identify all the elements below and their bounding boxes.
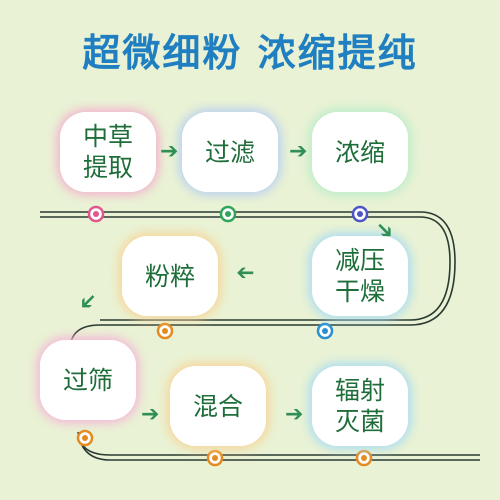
page-title: 超微细粉 浓缩提纯 [82, 31, 418, 75]
track-dot-core [212, 455, 218, 461]
track-dot-core [322, 328, 328, 334]
step-node: 辐射灭菌 [312, 366, 408, 446]
track-dot-core [82, 435, 88, 441]
step-label: 过滤 [204, 137, 255, 167]
step-node: 混合 [170, 366, 266, 446]
step-node: 粉粹 [122, 236, 218, 316]
arrow-right-icon: ➔ [160, 139, 179, 164]
track-dot-core [93, 211, 99, 217]
track-dot-core [162, 328, 168, 334]
step-label: 浓缩 [334, 137, 385, 167]
step-node: 浓缩 [312, 112, 408, 192]
step-label: 减压干燥 [334, 246, 385, 306]
step-label: 辐射灭菌 [334, 376, 385, 436]
arrow-right-icon: ➔ [285, 402, 304, 427]
step-node: 过滤 [182, 112, 278, 192]
step-node: 过筛 [40, 340, 136, 420]
step-node: 中草提取 [60, 112, 156, 192]
step-node: 减压干燥 [312, 236, 408, 316]
arrow-right-icon: ➔ [289, 139, 308, 164]
track-dot-core [357, 211, 363, 217]
track-dot-core [225, 211, 231, 217]
step-label: 过筛 [62, 365, 113, 395]
arrow-right-icon: ➔ [141, 402, 160, 427]
step-label: 混合 [192, 391, 243, 421]
step-label: 中草提取 [82, 122, 133, 182]
arrow-left-icon: ➔ [236, 260, 255, 285]
step-label: 粉粹 [144, 261, 195, 291]
track-dot-core [361, 455, 367, 461]
